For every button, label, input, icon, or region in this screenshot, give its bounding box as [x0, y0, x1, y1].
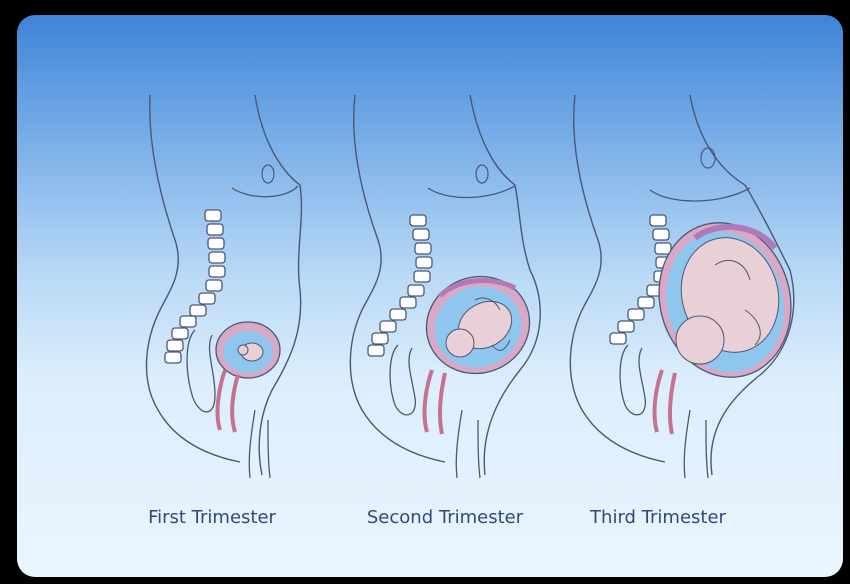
nipple — [476, 165, 488, 183]
breast-outline — [428, 186, 515, 198]
bowel — [620, 345, 645, 415]
belly-outline — [255, 95, 301, 475]
cervix — [218, 370, 238, 432]
bowel — [187, 330, 215, 412]
leg-outline — [684, 410, 708, 478]
fetus-head — [676, 316, 724, 364]
figure-second-trimester — [350, 95, 543, 478]
leg-outline — [456, 410, 480, 478]
label-third-trimester: Third Trimester — [590, 507, 726, 528]
cervix — [655, 370, 675, 434]
body-outline — [350, 95, 445, 462]
body-outline — [570, 95, 665, 462]
cervix — [425, 370, 445, 434]
nipple — [262, 165, 274, 183]
bowel — [390, 345, 415, 415]
figure-first-trimester — [146, 95, 301, 478]
breast-outline — [650, 188, 750, 201]
breast-outline — [232, 186, 298, 197]
spine — [165, 210, 225, 363]
label-first-trimester: First Trimester — [148, 507, 276, 528]
nipple — [701, 148, 715, 168]
label-second-trimester: Second Trimester — [367, 507, 523, 528]
fetus-head — [238, 345, 248, 355]
fetus-head — [446, 329, 474, 357]
figure-third-trimester — [570, 95, 808, 478]
spine — [368, 215, 432, 356]
body-outline — [146, 95, 240, 462]
